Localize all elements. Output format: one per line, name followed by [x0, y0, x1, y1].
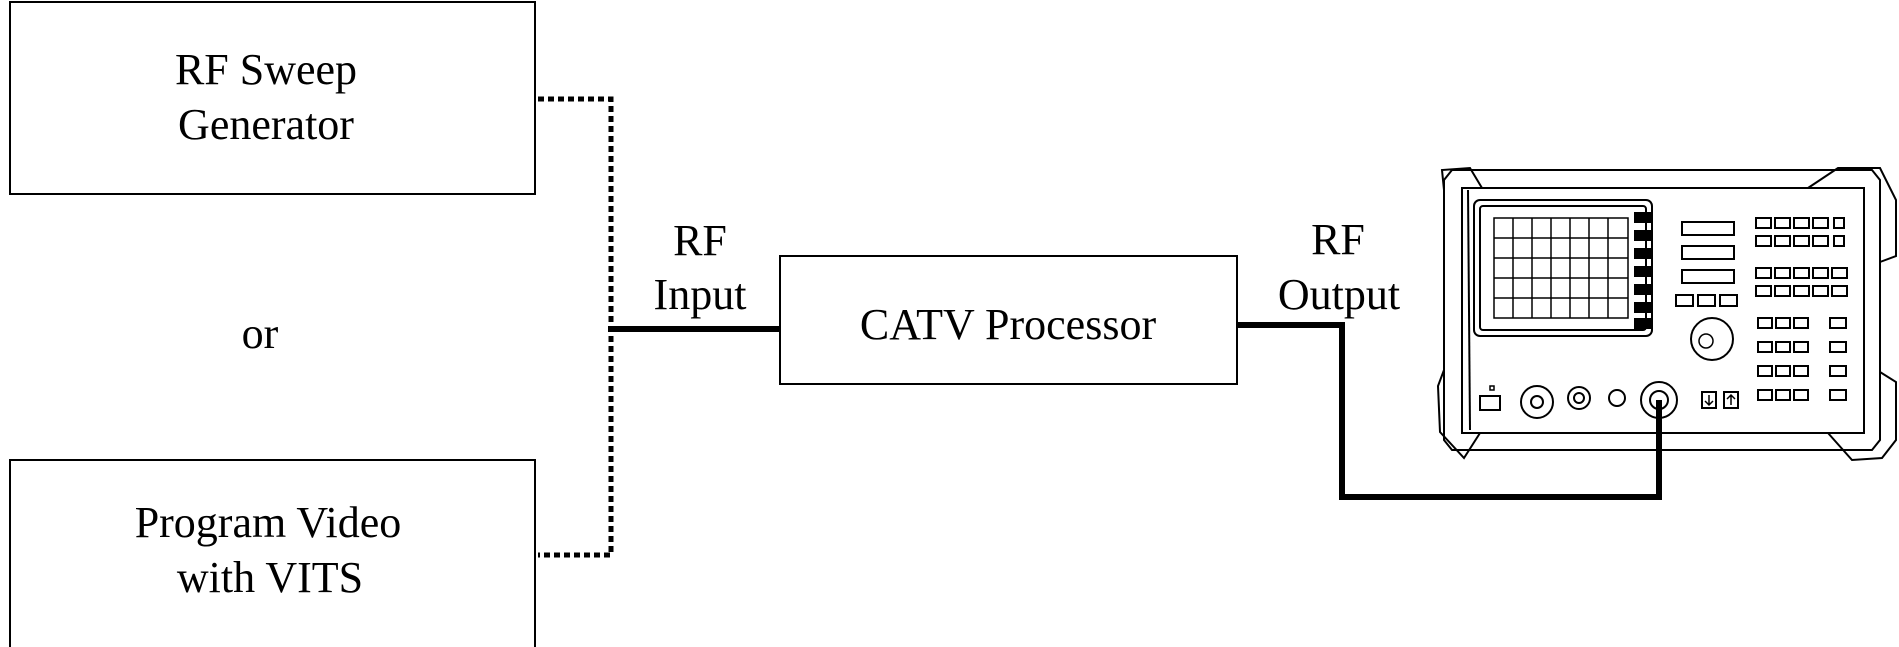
program-video-box: Program Video with VITS — [9, 459, 536, 647]
rf-output-label-line1: RF — [1311, 215, 1365, 264]
rf-sweep-label-line2: Generator — [178, 100, 354, 149]
catv-processor-box: CATV Processor — [779, 255, 1238, 385]
rf-output-cable — [1237, 322, 1662, 500]
source-separator-or: or — [242, 309, 279, 358]
catv-processor-label: CATV Processor — [860, 300, 1157, 349]
rf-input-label-line2: Input — [654, 270, 747, 319]
rf-input-label-line1: RF — [673, 216, 727, 265]
program-video-label-line1: Program Video — [135, 498, 402, 547]
program-video-label-line2: with VITS — [177, 553, 363, 602]
rf-sweep-label-line1: RF Sweep — [175, 45, 357, 94]
alternative-source-dotted-line — [538, 96, 614, 558]
spectrum-analyzer-icon — [1436, 166, 1897, 462]
rf-output-label-line2: Output — [1278, 270, 1400, 319]
rf-sweep-generator-box: RF Sweep Generator — [9, 1, 536, 195]
